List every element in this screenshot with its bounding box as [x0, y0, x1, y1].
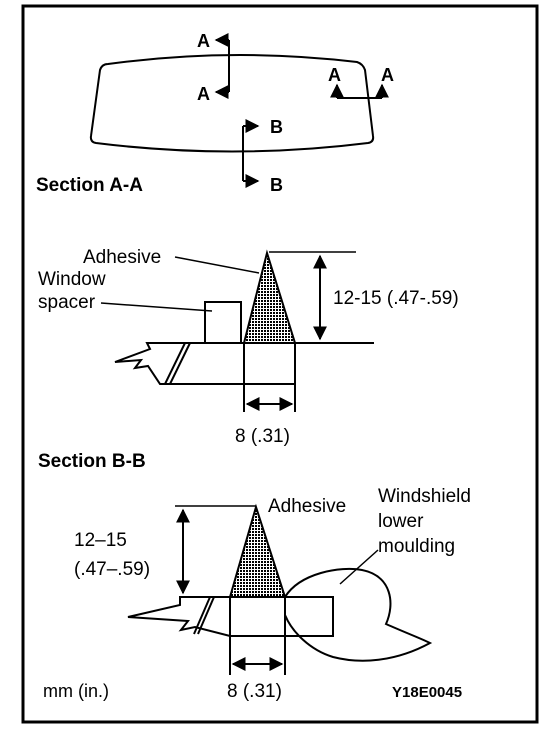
lower-moulding: [284, 567, 433, 662]
window-spacer-label-line1: Window: [38, 269, 106, 290]
marker-a-top: A: [197, 31, 210, 51]
section-bb-glass: [127, 596, 334, 637]
section-bb-height-dim-line2: (.47–.59): [74, 559, 150, 580]
figure-code: Y18E0045: [392, 684, 462, 701]
marker-a-bottom: A: [197, 84, 210, 104]
marker-b-top: B: [270, 117, 283, 137]
section-bb: Section B-B 12–15 (.47–.59) 8 (.31) Adhe…: [38, 451, 471, 702]
section-aa-adhesive-label: Adhesive: [83, 247, 161, 268]
section-bb-adhesive-bead: [228, 503, 287, 598]
section-b-cut-marker: B B: [242, 117, 283, 195]
section-bb-title: Section B-B: [38, 451, 146, 472]
section-aa-height-dim: 12-15 (.47-.59): [333, 288, 459, 309]
marker-b-bottom: B: [270, 175, 283, 195]
marker-a-right-2: A: [381, 65, 394, 85]
windshield-overview: A A A A B B: [89, 31, 394, 195]
section-bb-height-dim-line1: 12–15: [74, 530, 127, 551]
section-aa-adhesive-bead: [242, 249, 297, 344]
section-a-cut-marker-right: A A: [328, 65, 394, 99]
moulding-label-line1: Windshield: [378, 486, 471, 507]
marker-a-right-1: A: [328, 65, 341, 85]
section-a-cut-marker-left: A A: [197, 31, 230, 104]
section-aa: Section A-A 12-15 (.47-.59) 8 (.31) Adhe…: [36, 175, 459, 447]
figure-border: [21, 4, 539, 724]
window-spacer: [204, 301, 242, 344]
section-aa-glass: [114, 342, 296, 385]
section-aa-title: Section A-A: [36, 175, 143, 196]
windshield-outline: [89, 54, 375, 153]
moulding-label-line2: lower: [378, 511, 424, 532]
units-note: mm (in.): [43, 681, 109, 701]
section-bb-adhesive-label: Adhesive: [268, 496, 346, 517]
window-spacer-label-line2: spacer: [38, 292, 96, 313]
section-bb-width-dim: 8 (.31): [227, 681, 282, 702]
moulding-label-line3: moulding: [378, 536, 455, 557]
section-aa-width-dim: 8 (.31): [235, 426, 290, 447]
